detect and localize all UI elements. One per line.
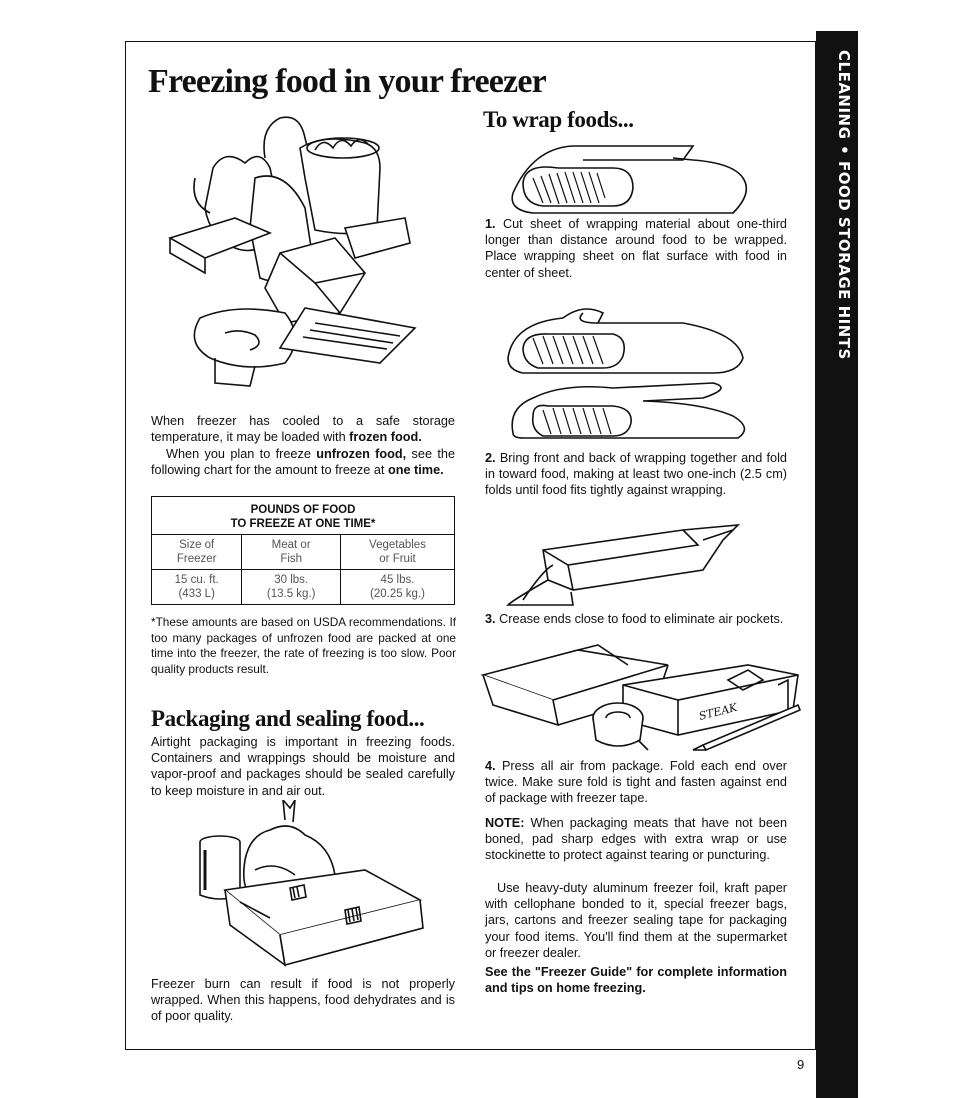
wrap-step-2: 2. Bring front and back of wrapping toge… (485, 451, 787, 498)
table-footnote: *These amounts are based on USDA recomme… (151, 615, 456, 676)
wrap-step-3-illustration (503, 510, 743, 610)
table-cell: 45 lbs.(20.25 kg.) (339, 569, 456, 605)
intro-paragraph-2: When you plan to freeze unfrozen food, s… (151, 447, 456, 478)
page-number: 9 (797, 1057, 805, 1072)
wrap-step-1: 1. Cut sheet of wrapping material about … (485, 217, 787, 280)
freezer-guide-note: See the "Freezer Guide" for complete inf… (485, 965, 787, 996)
table-header: POUNDS OF FOOD TO FREEZE AT ONE TIME* (151, 496, 455, 535)
page-title: Freezing food in your freezer (148, 63, 547, 100)
wrap-note: NOTE: When packaging meats that have not… (485, 816, 787, 863)
wrap-step-4: 4. Press all air from package. Fold each… (485, 759, 787, 806)
freezer-burn-paragraph: Freezer burn can result if food is not p… (151, 977, 455, 1024)
table-row: 15 cu. ft.(433 L) 30 lbs.(13.5 kg.) 45 l… (150, 569, 456, 605)
wrap-step-2-illustration (503, 298, 753, 446)
frozen-food-illustration (165, 108, 435, 393)
wrap-materials: Use heavy-duty aluminum freezer foil, kr… (485, 881, 787, 960)
section-tab-label: Cleaning • Food Storage Hints (835, 50, 853, 360)
wrap-heading: To wrap foods... (483, 107, 634, 132)
section-tab (816, 31, 858, 1098)
freeze-amount-table: POUNDS OF FOOD TO FREEZE AT ONE TIME* Si… (150, 496, 456, 605)
table-cell: 30 lbs.(13.5 kg.) (241, 569, 341, 605)
packaging-paragraph: Airtight packaging is important in freez… (151, 735, 455, 798)
table-cell: 15 cu. ft.(433 L) (150, 569, 243, 605)
wrap-step-1-illustration (503, 138, 753, 218)
packaging-heading: Packaging and sealing food... (151, 706, 425, 731)
intro-paragraph: When freezer has cooled to a safe storag… (151, 414, 455, 445)
containers-illustration (195, 800, 425, 970)
wrap-step-3: 3. Crease ends close to food to eliminat… (485, 612, 784, 626)
wrap-step-4-illustration: STEAK (478, 640, 808, 755)
page-frame (125, 41, 816, 1050)
